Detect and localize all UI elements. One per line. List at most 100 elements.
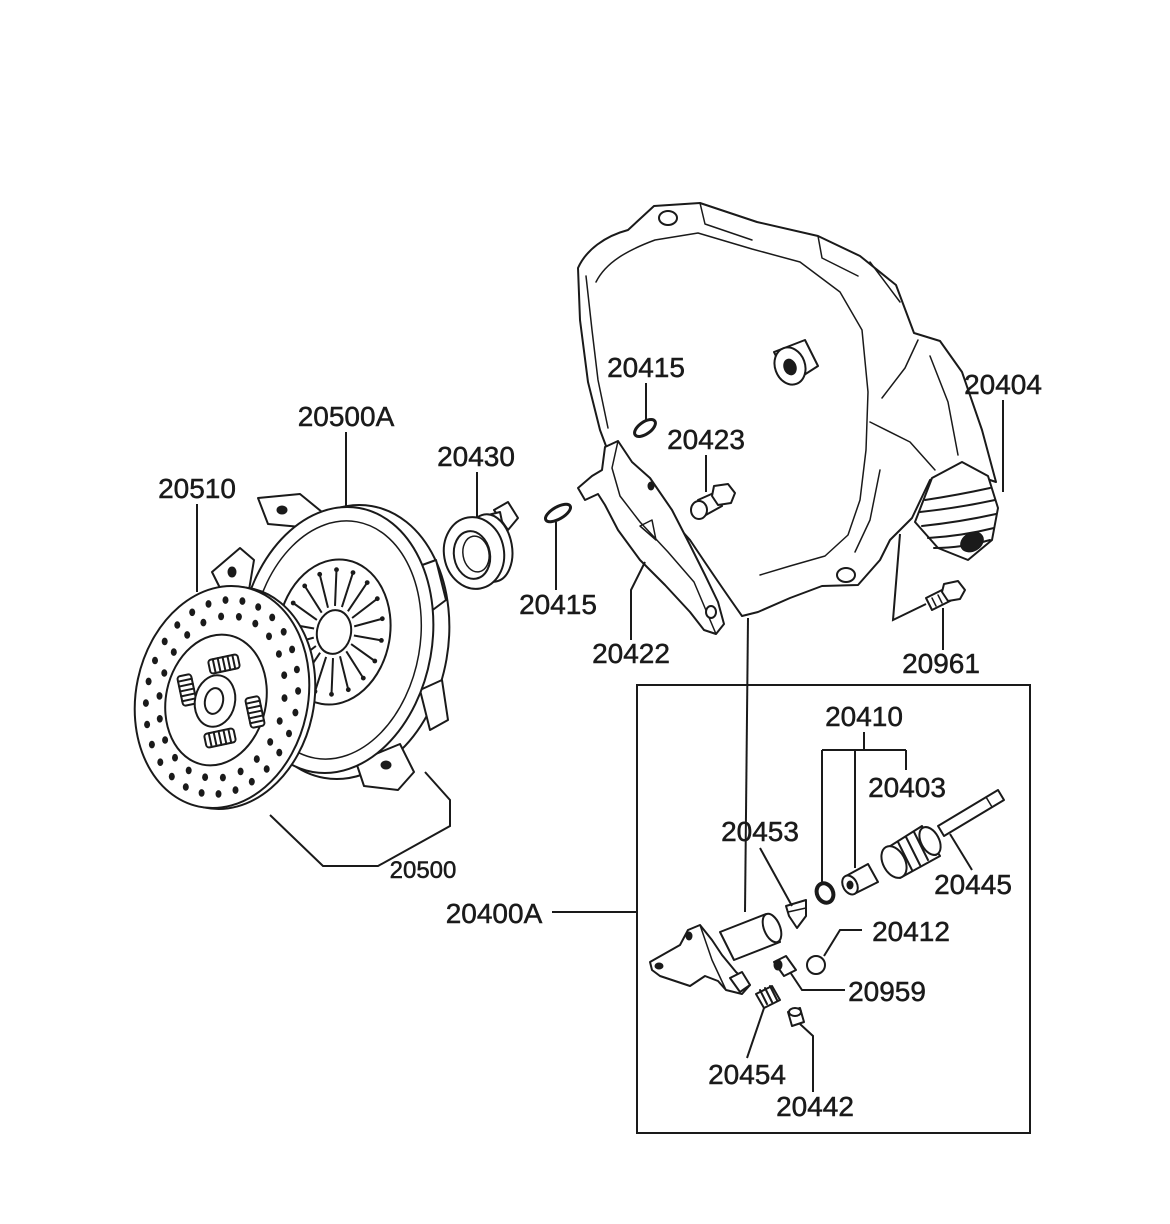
bolt-20961 — [925, 580, 966, 611]
diaphragm-finger-slot — [345, 650, 365, 679]
transmission-housing — [577, 202, 997, 617]
detail-leader-lines — [746, 732, 973, 1092]
sleeve-20442 — [787, 1007, 805, 1027]
diaphragm-slot-hole — [317, 571, 323, 577]
rivet-hole — [215, 790, 222, 798]
leader-20453 — [759, 847, 793, 907]
diaphragm-finger-slot — [303, 585, 323, 614]
diaphragm-finger-slot — [292, 602, 318, 621]
diaphragm-slot-hole — [350, 570, 356, 575]
callout-20415-upper: 20415 — [607, 352, 685, 383]
diaphragm-finger-slot — [314, 656, 328, 692]
rivet-hole — [184, 631, 191, 639]
callout-20959: 20959 — [848, 976, 926, 1007]
diaphragm-finger-slot — [350, 643, 376, 662]
damper-spring — [176, 673, 198, 707]
diaphragm-slot-hole — [379, 616, 385, 622]
damper-spring — [203, 727, 237, 749]
callout-20510: 20510 — [158, 473, 236, 504]
rivet-hole — [276, 717, 283, 725]
piston-20410 — [841, 863, 879, 896]
friction-facing-rivets — [142, 596, 302, 798]
rivet-hole — [222, 596, 229, 604]
callout-20430: 20430 — [437, 441, 515, 472]
rivet-hole — [266, 632, 272, 641]
diaphragm-finger-slot — [347, 582, 369, 612]
callout-20442: 20442 — [776, 1091, 854, 1122]
rivet-hole — [182, 783, 189, 791]
rivet-hole — [174, 621, 181, 629]
bleeder-screw-20959 — [773, 955, 797, 977]
cover-rivet — [276, 505, 288, 515]
leader-20412 — [823, 929, 862, 957]
rivet-hole — [144, 720, 151, 729]
callout-20422: 20422 — [592, 638, 670, 669]
rivet-hole — [205, 600, 212, 608]
diaphragm-finger-slot — [339, 655, 350, 690]
diaphragm-finger-slot — [318, 574, 329, 609]
callout-labels: 20415 20404 20500A 20423 20430 20510 204… — [158, 352, 1042, 1123]
callout-20961: 20961 — [902, 648, 980, 679]
rivet-hole — [255, 603, 262, 611]
diaphragm-finger-slot — [353, 634, 382, 642]
diaphragm-slot-hole — [290, 600, 296, 606]
callout-20445: 20445 — [934, 869, 1012, 900]
rivet-hole — [218, 612, 225, 621]
housing-mount-boss — [658, 210, 678, 226]
cover-rivet — [227, 566, 237, 578]
diaphragm-finger-slot — [353, 617, 383, 628]
o-ring-20415-lower — [544, 502, 572, 524]
leader-20442 — [799, 1023, 814, 1092]
rivet-hole — [168, 772, 175, 781]
callout-20415-lower: 20415 — [519, 589, 597, 620]
rivet-hole — [269, 613, 276, 622]
rivet-hole — [157, 758, 164, 766]
slave-cylinder-20400A — [649, 912, 783, 995]
rivet-hole — [267, 738, 274, 746]
rivet-hole — [292, 708, 299, 717]
diaphragm-slot-hole — [345, 687, 351, 693]
pivot-bolt-20423 — [690, 483, 736, 520]
housing-dowel-boss — [773, 339, 819, 386]
fitting-20454 — [755, 985, 781, 1009]
callout-20500A: 20500A — [298, 401, 395, 432]
diaphragm-slot-hole — [302, 583, 308, 589]
callout-20410: 20410 — [825, 701, 903, 732]
rivet-hole — [162, 736, 169, 744]
rivet-hole — [156, 692, 163, 700]
callout-20400A: 20400A — [446, 898, 543, 929]
housing-mount-boss — [836, 567, 856, 583]
leader-20422 — [630, 561, 646, 640]
rivet-hole — [253, 755, 260, 763]
rivet-hole — [172, 753, 178, 762]
rivet-hole — [281, 671, 288, 679]
callout-20500: 20500 — [390, 857, 457, 884]
clutch-disc-20510 — [133, 584, 317, 811]
boot-20403 — [880, 825, 942, 879]
rivet-hole — [286, 729, 292, 738]
rivet-hole — [161, 637, 168, 646]
rivet-hole — [248, 777, 255, 786]
rivet-hole — [189, 608, 196, 617]
rivet-hole — [170, 648, 177, 656]
rivet-hole — [202, 773, 209, 781]
rivet-hole — [252, 619, 259, 628]
damper-spring — [207, 653, 241, 675]
rivet-hole — [156, 715, 163, 723]
diaphragm-finger-slot — [340, 572, 354, 608]
rivet-hole — [235, 613, 242, 621]
callout-20404: 20404 — [964, 369, 1042, 400]
rivet-hole — [281, 694, 288, 702]
pressure-plate-center-hole — [315, 609, 353, 655]
diaphragm-slot-hole — [379, 638, 384, 643]
rivet-hole — [280, 628, 287, 636]
cover-rivet — [380, 760, 392, 770]
diaphragm-slot-hole — [364, 580, 370, 585]
rivet-hole — [263, 765, 270, 773]
rivet-hole — [219, 773, 226, 782]
callout-20412: 20412 — [872, 916, 950, 947]
callout-20453: 20453 — [721, 816, 799, 847]
leader-20500 — [269, 771, 451, 867]
cup-seal-20410 — [814, 881, 836, 905]
leader-20961-housing — [891, 533, 927, 622]
